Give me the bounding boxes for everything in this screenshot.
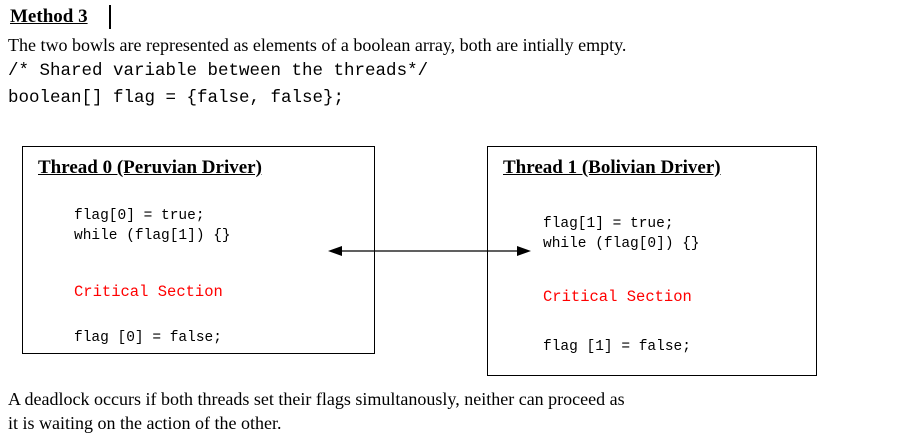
code-comment: /* Shared variable between the threads*/ [8, 61, 429, 81]
thread0-clear-flag: flag [0] = false; [74, 330, 222, 346]
footer-line-2: it is waiting on the action of the other… [8, 413, 282, 433]
thread1-set-flag: flag[1] = true; [543, 216, 674, 232]
text-cursor [109, 5, 111, 29]
thread0-set-flag: flag[0] = true; [74, 208, 205, 224]
thread0-while-loop: while (flag[1]) {} [74, 228, 231, 244]
code-declaration: boolean[] flag = {false, false}; [8, 88, 345, 108]
thread0-box: Thread 0 (Peruvian Driver) flag[0] = tru… [22, 146, 375, 354]
footer-line-1: A deadlock occurs if both threads set th… [8, 389, 625, 409]
thread1-box: Thread 1 (Bolivian Driver) flag[1] = tru… [487, 146, 817, 376]
method-heading: Method 3 [10, 6, 88, 27]
thread1-while-loop: while (flag[0]) {} [543, 236, 700, 252]
thread1-critical-section: Critical Section [543, 288, 692, 306]
intro-text: The two bowls are represented as element… [8, 35, 627, 55]
thread1-title: Thread 1 (Bolivian Driver) [503, 157, 721, 178]
thread0-critical-section: Critical Section [74, 283, 223, 301]
thread0-title: Thread 0 (Peruvian Driver) [38, 157, 262, 178]
thread1-clear-flag: flag [1] = false; [543, 339, 691, 355]
